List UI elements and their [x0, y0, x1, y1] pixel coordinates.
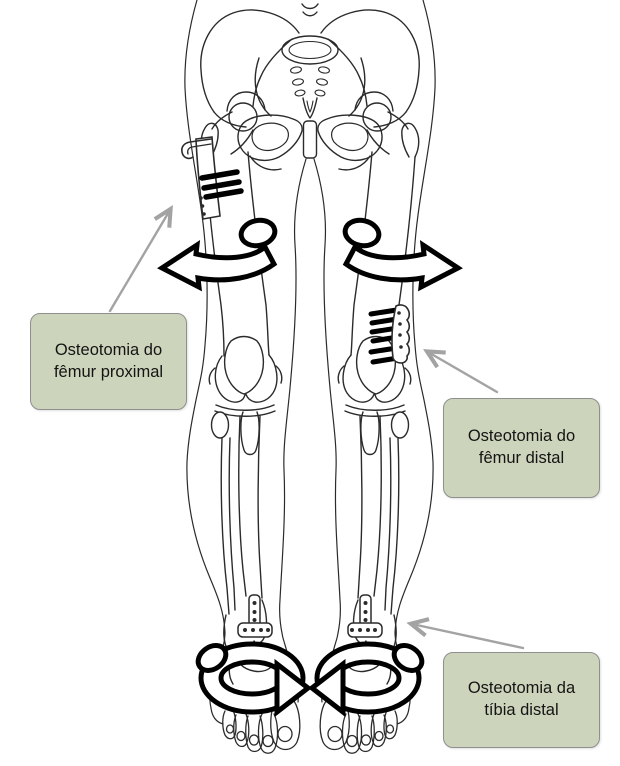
- right-tibia-rotation-arrow-icon: [307, 641, 425, 718]
- distal-femur-plate: [368, 304, 411, 365]
- knee-joints: [208, 335, 412, 456]
- rotation-arrows: [157, 217, 463, 718]
- callout-distal-tibia-label: Osteotomia da tíbia distal: [467, 679, 576, 719]
- tibia-fibula-bones: [220, 415, 400, 685]
- callout-distal-femur-label: Osteotomia do fêmur distal: [467, 427, 576, 467]
- right-femur-rotation-arrow-icon: [342, 217, 463, 292]
- callout-distal-tibia-osteotomy: Osteotomia da tíbia distal: [443, 652, 600, 748]
- callout-proximal-femur-label: Osteotomia do fêmur proximal: [53, 340, 164, 381]
- left-femur-rotation-arrow-icon: [157, 217, 278, 292]
- distal-femur-pointer-arrow-icon: [423, 349, 499, 394]
- callout-pointer-arrows: [108, 205, 525, 650]
- proximal-femur-pointer-arrow-icon: [108, 205, 173, 313]
- callout-proximal-femur-osteotomy: Osteotomia do fêmur proximal: [30, 313, 187, 410]
- callout-distal-femur-osteotomy: Osteotomia do fêmur distal: [443, 398, 600, 498]
- distal-tibia-pointer-arrow-icon: [406, 617, 525, 650]
- proximal-femur-screws: [199, 169, 244, 200]
- proximal-femur-blade-plate: [181, 136, 244, 220]
- sacral-foramina: [290, 66, 330, 97]
- pelvis-bones: [200, 3, 420, 171]
- feet: [222, 700, 398, 754]
- left-tibia-rotation-arrow-icon: [195, 641, 313, 718]
- distal-tibia-plates: [237, 594, 383, 638]
